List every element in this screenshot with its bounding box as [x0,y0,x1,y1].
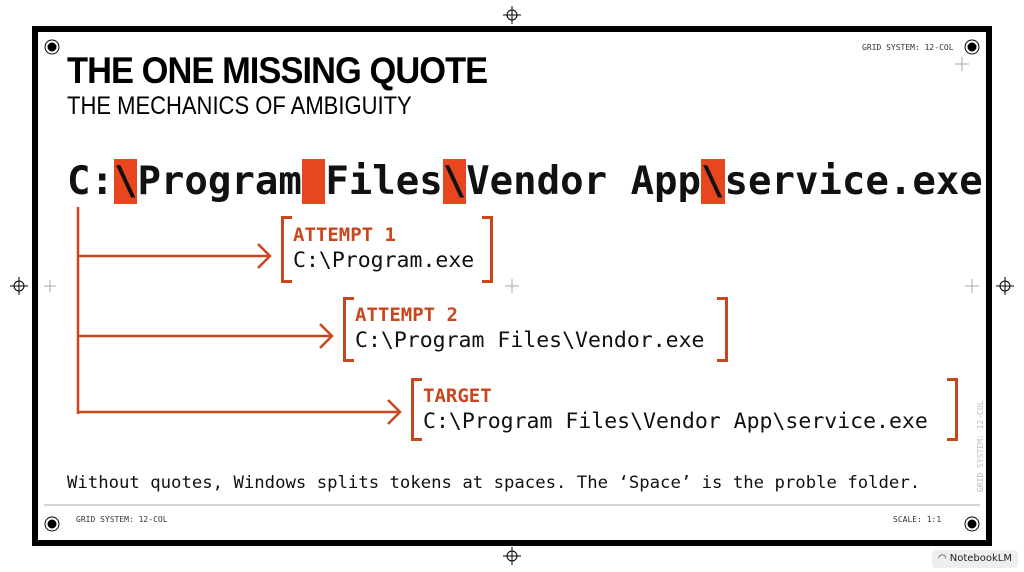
service-path: C:\Program Files\Vendor App\service.exe [67,159,983,204]
path-segment: C: [67,159,114,204]
attempt-2-box: ATTEMPT 2 C:\Program Files\Vendor.exe [343,297,728,362]
target-code: C:\Program Files\Vendor App\service.exe [423,409,928,434]
path-segment: Vendor App [466,159,702,204]
attempt-label: ATTEMPT 2 [355,304,458,326]
crosshair-icon [503,6,521,24]
target-mark-icon [964,516,980,532]
target-mark-icon [44,516,60,532]
notebooklm-watermark: ◠ NotebookLM [931,550,1018,568]
path-separator-highlight: \ [701,159,725,204]
crosshair-icon [503,547,521,565]
grid-system-label-bottom: GRID SYSTEM: 12-COL [76,515,168,524]
scale-label: SCALE: 1:1 [893,515,942,524]
slide-subtitle: THE MECHANICS OF AMBIGUITY [67,92,412,120]
crosshair-icon [10,277,28,295]
attempt-code: C:\Program Files\Vendor.exe [355,328,705,353]
path-segment: Program [137,159,302,204]
watermark-text: NotebookLM [949,553,1012,564]
path-segment: Files [325,159,443,204]
crosshair-icon [996,277,1014,295]
notebooklm-logo-icon: ◠ [937,553,950,564]
grid-system-label-top: GRID SYSTEM: 12-COL [862,43,954,52]
branch-arrows [76,207,402,425]
target-mark-icon [964,39,980,55]
attempt-code: C:\Program.exe [293,248,475,273]
grid-system-label-side: GRID SYSTEM: 12-COL [976,400,985,492]
attempt-label: ATTEMPT 1 [293,224,396,246]
path-separator-highlight: \ [442,159,467,204]
attempt-1-box: ATTEMPT 1 C:\Program.exe [281,216,493,283]
slide-title: THE ONE MISSING QUOTE [67,50,488,91]
target-box: TARGET C:\Program Files\Vendor App\servi… [411,378,958,441]
space-highlight [301,159,326,204]
path-segment: service.exe [724,159,983,204]
footer-caption: Without quotes, Windows splits tokens at… [67,473,921,493]
target-label: TARGET [423,385,492,407]
target-mark-icon [44,39,60,55]
path-separator-highlight: \ [113,159,138,204]
